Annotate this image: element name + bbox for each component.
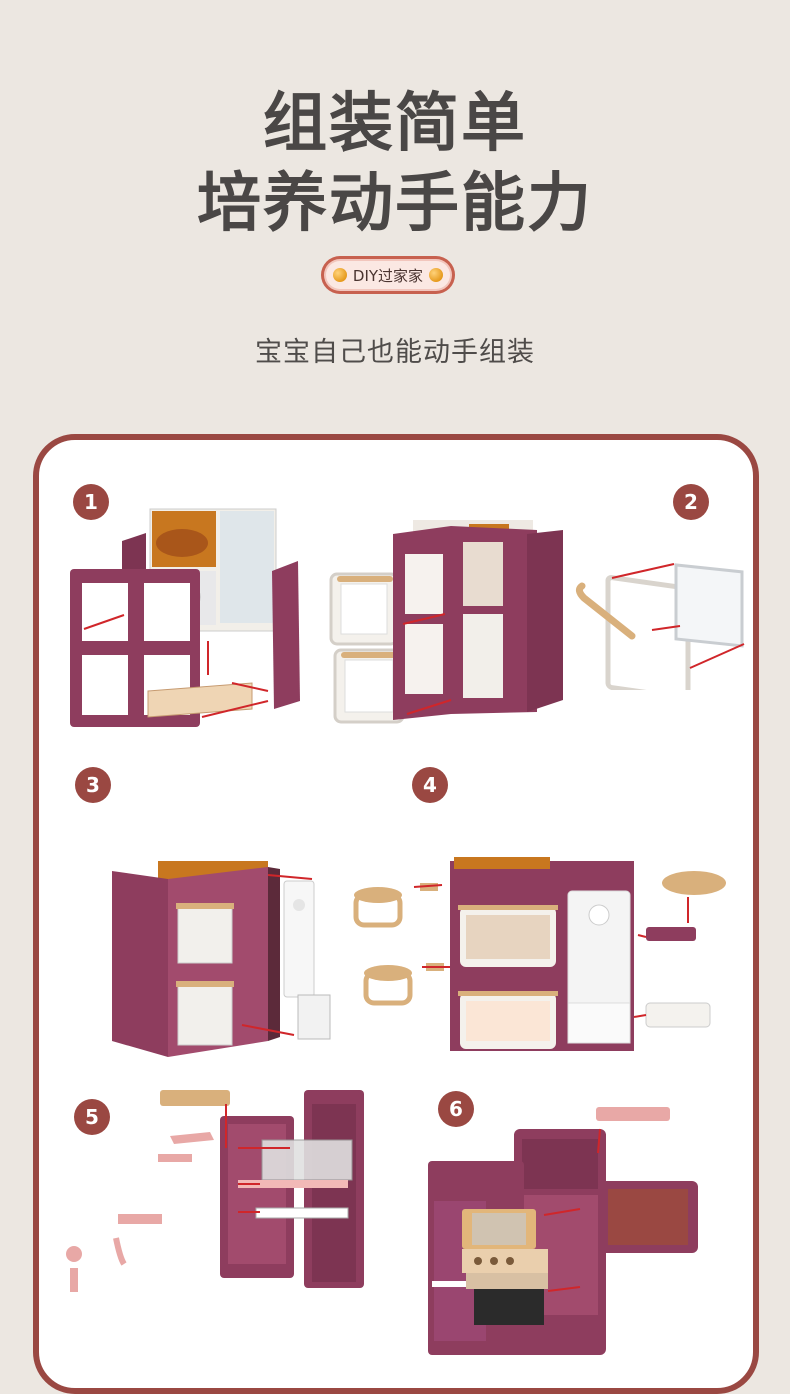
orange-dot-icon [429, 268, 444, 282]
step-2-illustration [575, 563, 745, 690]
step-2-badge: 2 [673, 484, 709, 520]
step-5-badge: 5 [74, 1099, 110, 1135]
headline-line2: 培养动手能力 [197, 167, 593, 241]
step-4-badge: 4 [412, 767, 448, 803]
step-6-badge: 6 [438, 1091, 474, 1127]
headline-line1: 组装简单 [263, 87, 527, 161]
step-6-illustration [428, 1107, 698, 1355]
step-3-badge: 3 [75, 767, 111, 803]
step-3-illustration [112, 861, 331, 1057]
subtitle: 宝宝自己也能动手组装 [255, 337, 535, 368]
orange-dot-icon [332, 268, 347, 282]
step-1-illustration [70, 508, 300, 727]
badge-label: DIY过家家 [352, 266, 424, 285]
hero-section: 组装简单 培养动手能力 DIY过家家 宝宝自己也能动手组装 [0, 0, 790, 430]
step-5-illustration [66, 1090, 364, 1292]
step-1b-illustration [329, 520, 563, 724]
diy-badge: DIY过家家 [321, 256, 455, 294]
step-4-illustration [353, 857, 726, 1051]
step-1-badge: 1 [73, 484, 109, 520]
